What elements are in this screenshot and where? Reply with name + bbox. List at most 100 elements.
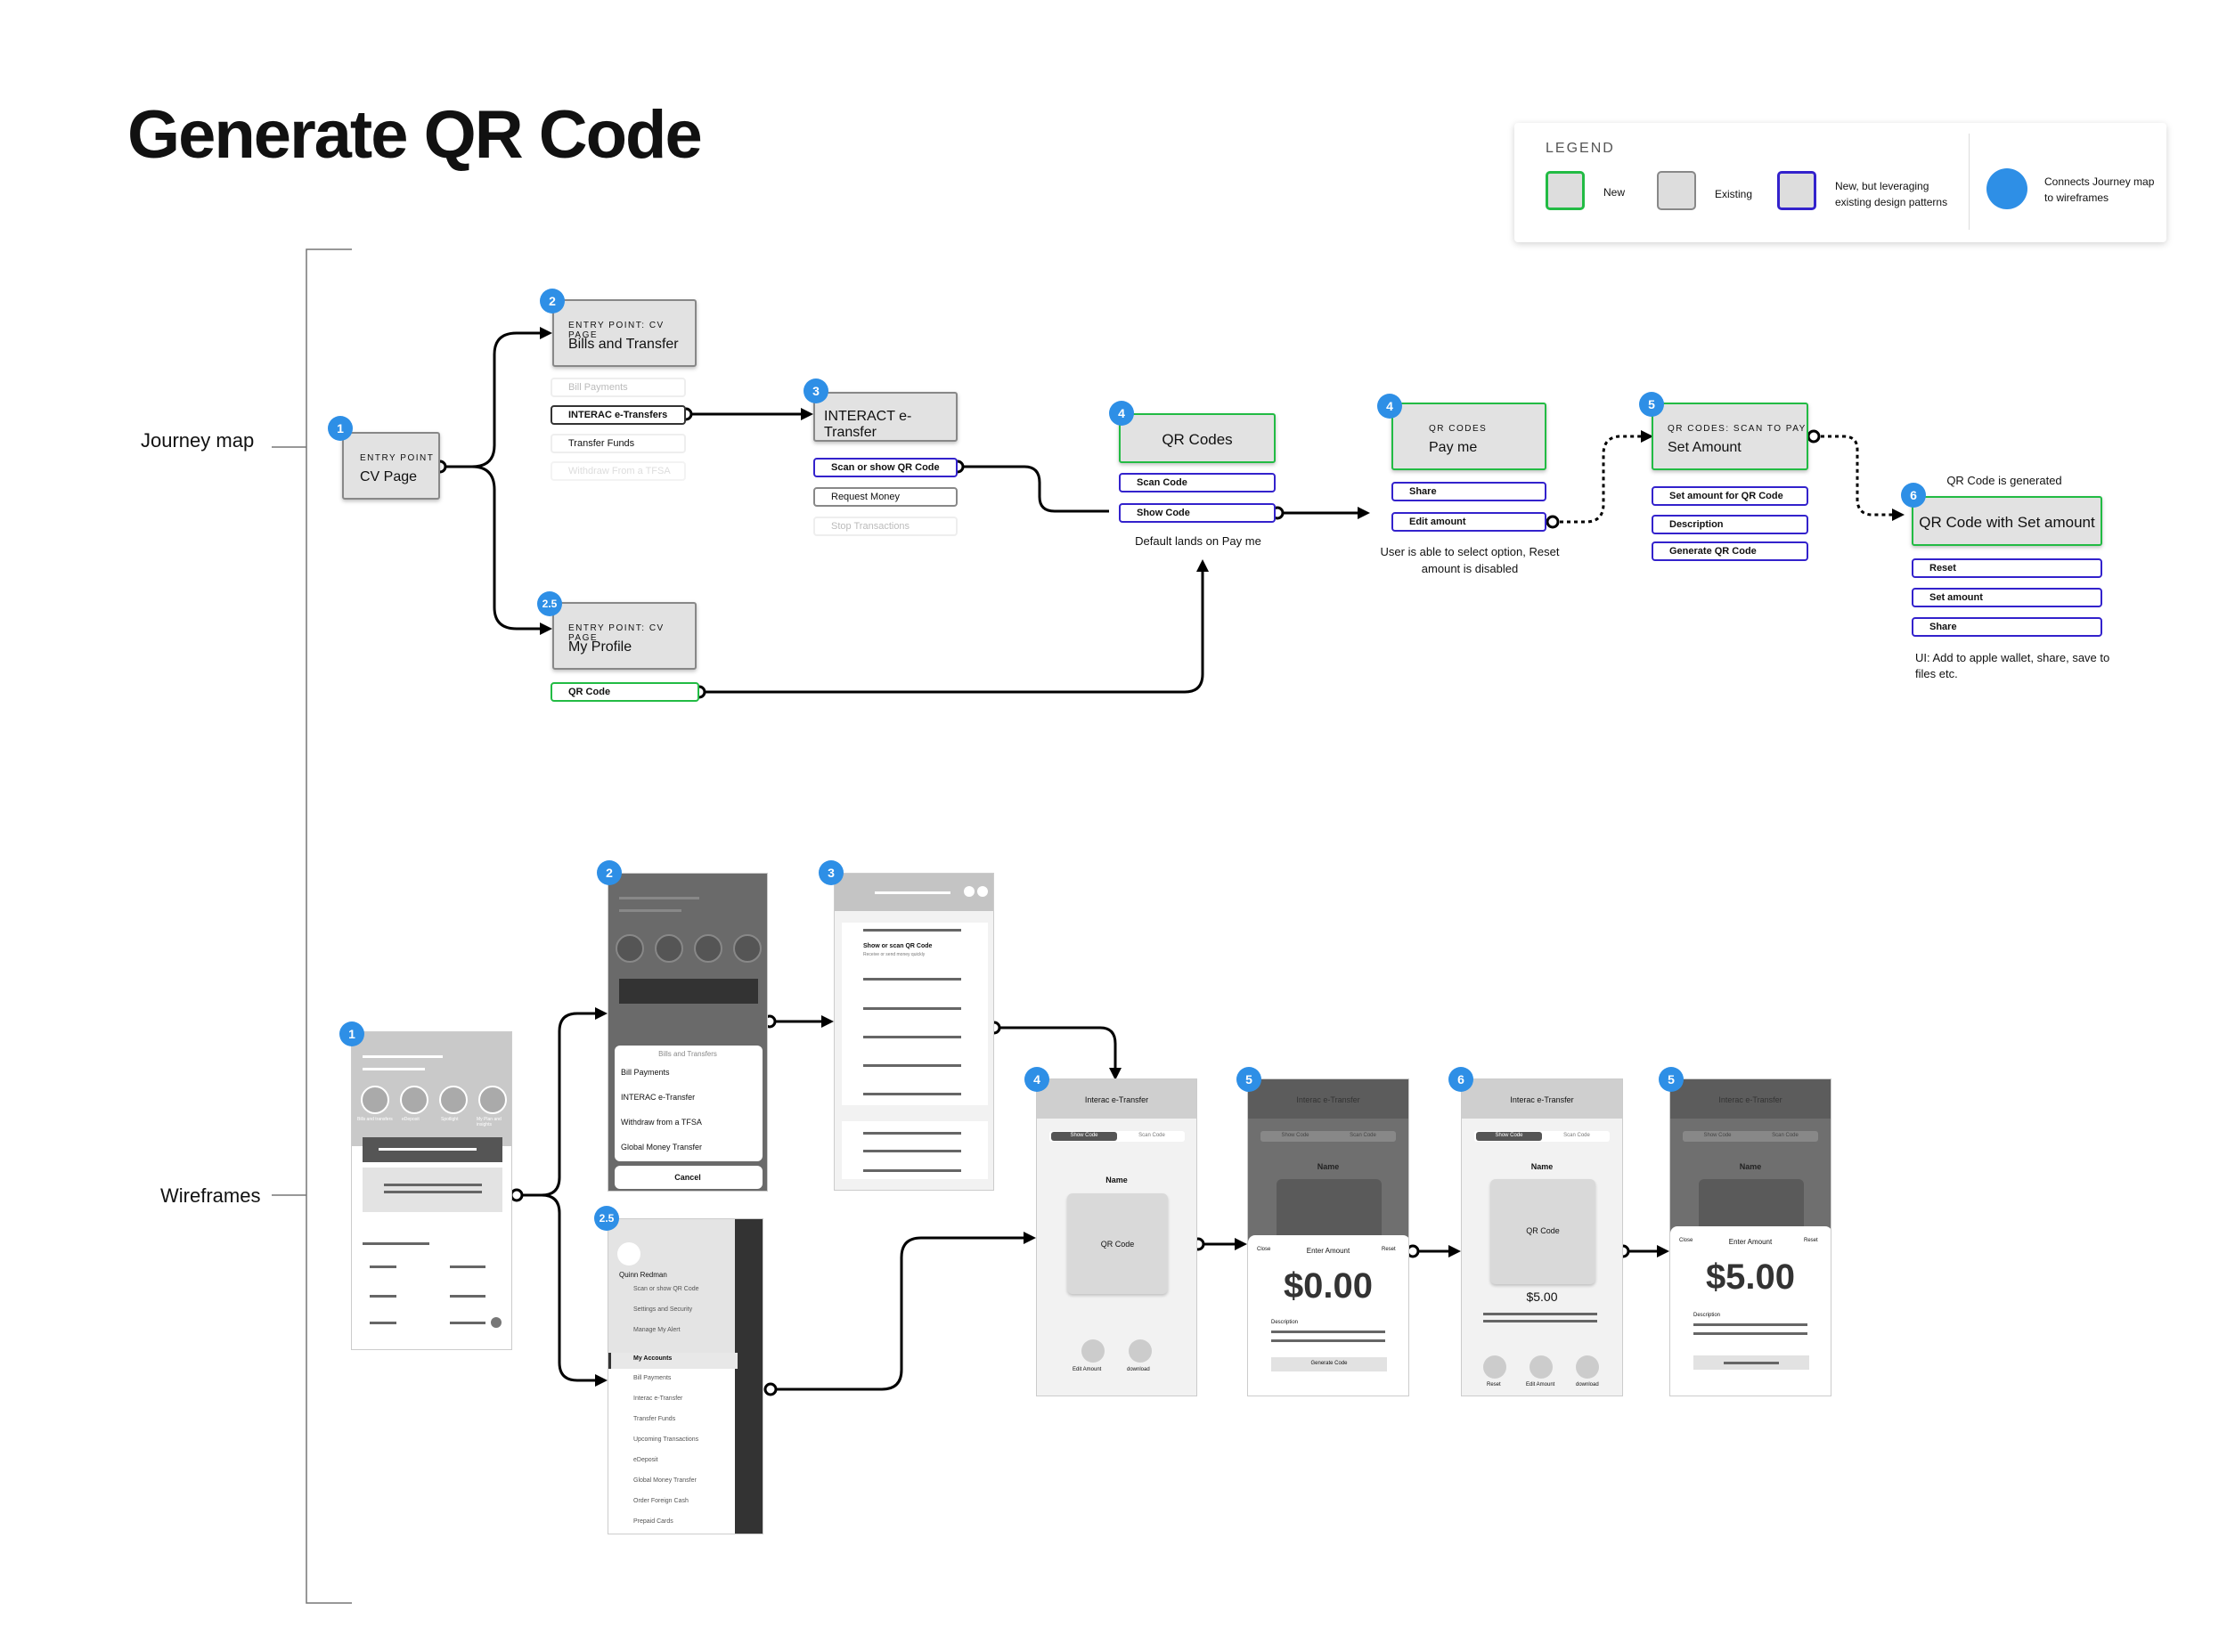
action-edit-amount[interactable]: Edit Amount [1526, 1382, 1555, 1388]
menu-item[interactable]: Bill Payments [633, 1375, 672, 1381]
node-title: Set Amount [1668, 440, 1742, 455]
journey-node-interact-e-transfer: INTERACT e-Transfer [813, 392, 958, 442]
menu-item[interactable]: Global Money Transfer [633, 1477, 697, 1484]
sheet-item[interactable]: Global Money Transfer [621, 1143, 703, 1152]
list-item-subtitle: Receive or send money quickly [863, 952, 926, 957]
node-title: INTERACT e-Transfer [824, 409, 912, 440]
wireframe-cv-page: Bills and transfers eDeposit Spotlight M… [351, 1031, 512, 1350]
badge-3: 3 [804, 378, 828, 403]
tab-show-code[interactable]: Show Code [1495, 1133, 1523, 1138]
option-share-qr[interactable]: Share [1912, 617, 2102, 637]
menu-item[interactable]: My Accounts [633, 1355, 673, 1362]
badge-2: 2 [540, 289, 565, 313]
action-edit-amount[interactable]: Edit Amount [1073, 1367, 1102, 1372]
section-label-journey: Journey map [141, 429, 255, 452]
node-title: Pay me [1429, 440, 1478, 455]
icon-label: Bills and transfers [357, 1117, 393, 1122]
name-label: Name [1739, 1162, 1762, 1171]
action-reset[interactable]: Reset [1487, 1382, 1501, 1388]
tab-show-code[interactable]: Show Code [1281, 1133, 1309, 1138]
name-label: Name [1317, 1162, 1340, 1171]
reset-button[interactable]: Reset [1804, 1238, 1818, 1243]
tab-scan-code[interactable]: Scan Code [1772, 1133, 1799, 1138]
icon-label: eDeposit [402, 1117, 420, 1122]
journey-node-cv-page: ENTRY POINT CV Page [342, 432, 440, 500]
wireframe-enter-amount-filled: Interac e-Transfer Show Code Scan Code N… [1669, 1078, 1831, 1396]
node-title: QR Codes [1162, 431, 1233, 448]
screen-header: Interac e-Transfer [1510, 1095, 1574, 1104]
profile-name: Quinn Redman [619, 1271, 667, 1279]
reset-button[interactable]: Reset [1382, 1247, 1396, 1252]
legend-swatch-existing [1657, 171, 1696, 210]
option-edit-amount[interactable]: Edit amount [1391, 512, 1546, 532]
action-download[interactable]: download [1576, 1382, 1599, 1388]
menu-item[interactable]: Manage My Alert [633, 1327, 681, 1333]
note-default-pay-me: Default lands on Pay me [1135, 534, 1261, 548]
legend-divider [1969, 134, 1970, 230]
sheet-item[interactable]: Bill Payments [621, 1068, 670, 1077]
legend: LEGEND New Existing New, but leveraging … [1514, 123, 2166, 242]
wf-badge-2: 2 [597, 860, 622, 885]
action-download[interactable]: download [1127, 1367, 1150, 1372]
icon-label: My Plan and insights [477, 1117, 502, 1127]
list-item-title[interactable]: Show or scan QR Code [863, 943, 933, 949]
option-interac-e-transfers[interactable]: INTERAC e-Transfers [551, 405, 686, 425]
journey-node-bills-transfer: ENTRY POINT: CV PAGE Bills and Transfer [552, 299, 697, 367]
cancel-button[interactable]: Cancel [674, 1173, 701, 1182]
option-description[interactable]: Description [1652, 515, 1808, 534]
section-label-wireframes: Wireframes [160, 1184, 261, 1207]
sheet-item[interactable]: Withdraw from a TFSA [621, 1118, 702, 1127]
node-caption: QR CODES [1429, 424, 1488, 434]
menu-item[interactable]: Settings and Security [633, 1306, 693, 1313]
wf-badge-2-5: 2.5 [594, 1206, 619, 1231]
name-label: Name [1105, 1176, 1128, 1184]
generate-code-button[interactable]: Generate Code [1310, 1361, 1348, 1366]
option-share[interactable]: Share [1391, 482, 1546, 501]
menu-item[interactable]: Order Foreign Cash [633, 1498, 689, 1504]
tab-scan-code[interactable]: Scan Code [1563, 1133, 1590, 1138]
option-request-money[interactable]: Request Money [813, 487, 958, 507]
tab-scan-code[interactable]: Scan Code [1350, 1133, 1376, 1138]
option-set-amount[interactable]: Set amount [1912, 588, 2102, 607]
wireframe-bills-sheet: Bills and Transfers Bill Payments INTERA… [608, 873, 768, 1192]
option-reset[interactable]: Reset [1912, 558, 2102, 578]
menu-item[interactable]: Prepaid Cards [633, 1518, 673, 1525]
tab-scan-code[interactable]: Scan Code [1138, 1133, 1165, 1138]
name-label: Name [1530, 1162, 1554, 1171]
tab-show-code[interactable]: Show Code [1703, 1133, 1732, 1138]
menu-item[interactable]: Upcoming Transactions [633, 1436, 699, 1443]
journey-node-qr-codes: QR Codes [1119, 413, 1276, 463]
menu-item[interactable]: Scan or show QR Code [633, 1286, 699, 1292]
option-set-amount-for-qr[interactable]: Set amount for QR Code [1652, 486, 1808, 506]
sheet-item[interactable]: INTERAC e-Transfer [621, 1093, 696, 1102]
badge-4b: 4 [1377, 394, 1402, 419]
qr-code-placeholder: QR Code [1526, 1226, 1560, 1235]
screen-header: Interac e-Transfer [1296, 1095, 1360, 1104]
option-bill-payments[interactable]: Bill Payments [551, 378, 686, 397]
menu-item[interactable]: Transfer Funds [633, 1416, 676, 1422]
option-transfer-funds[interactable]: Transfer Funds [551, 434, 686, 453]
option-stop-transactions[interactable]: Stop Transactions [813, 517, 958, 536]
journey-node-pay-me: QR CODES Pay me [1391, 403, 1546, 470]
option-scan-code[interactable]: Scan Code [1119, 473, 1276, 492]
option-generate-qr[interactable]: Generate QR Code [1652, 541, 1808, 561]
node-title: Bills and Transfer [568, 337, 679, 352]
wf-badge-5a: 5 [1236, 1067, 1261, 1092]
node-title: My Profile [568, 639, 632, 655]
close-button[interactable]: Close [1679, 1238, 1693, 1243]
tab-show-code[interactable]: Show Code [1070, 1133, 1098, 1138]
option-show-code[interactable]: Show Code [1119, 503, 1276, 523]
legend-badge-swatch [1986, 168, 2027, 209]
badge-5: 5 [1639, 392, 1664, 417]
amount-display: $0.00 [1283, 1266, 1374, 1306]
option-withdraw-tfsa[interactable]: Withdraw From a TFSA [551, 461, 686, 481]
journey-node-qr-set-amount: QR Code with Set amount [1912, 496, 2102, 546]
menu-item[interactable]: Interac e-Transfer [633, 1396, 683, 1402]
node-caption: QR CODES: SCAN TO PAY [1668, 424, 1807, 434]
description-label: Description [1693, 1313, 1721, 1318]
menu-item[interactable]: eDeposit [633, 1457, 658, 1463]
option-qr-code[interactable]: QR Code [551, 682, 699, 702]
close-button[interactable]: Close [1257, 1247, 1271, 1252]
option-scan-or-show-qr[interactable]: Scan or show QR Code [813, 458, 958, 477]
